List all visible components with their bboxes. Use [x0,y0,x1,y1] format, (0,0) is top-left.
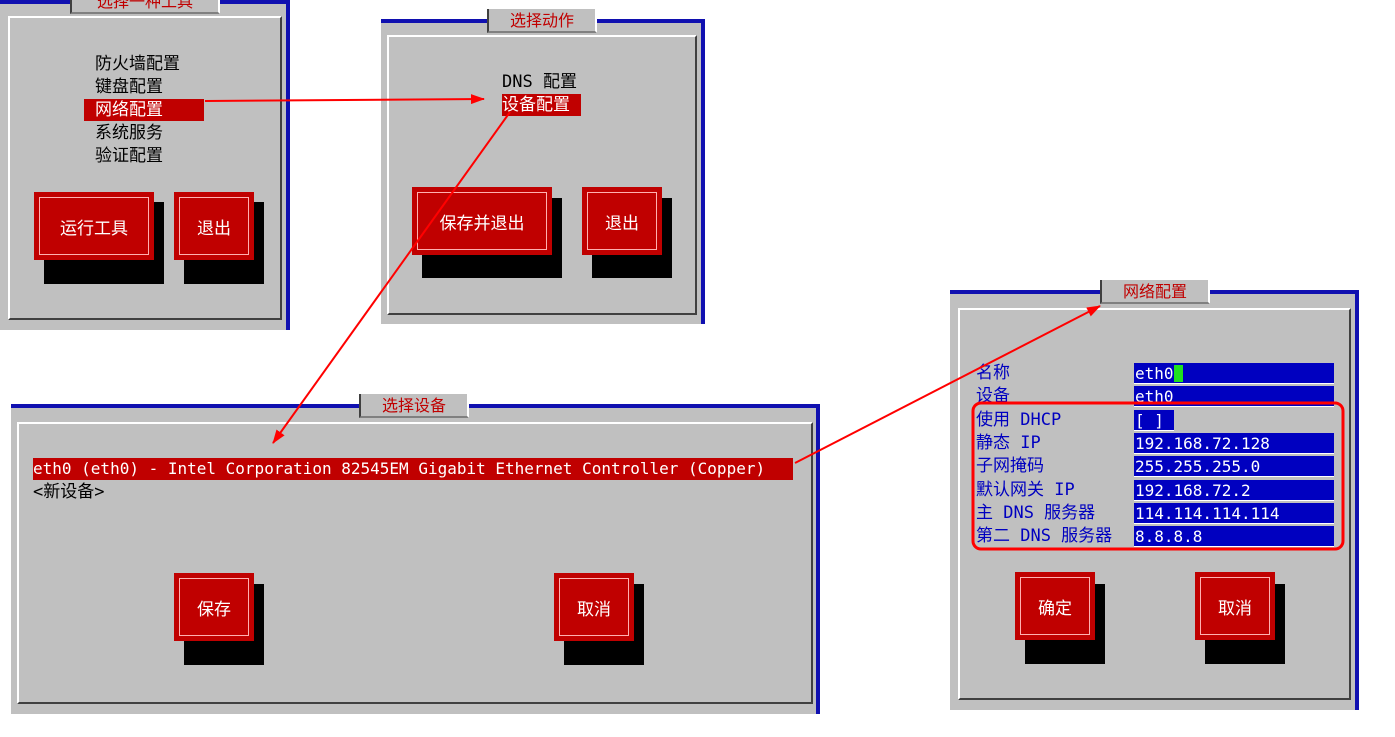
device-select-title: 选择设备 [359,394,469,418]
tool-select-frame [8,16,282,320]
checkbox-dhcp[interactable]: [ ] [1134,410,1174,431]
action-item-dns[interactable]: DNS 配置 [502,72,577,92]
action-item-device[interactable]: 设备配置 [502,94,581,116]
action-quit-button-label: 退出 [587,192,657,250]
device-select-frame [17,422,813,704]
tool-item-keyboard[interactable]: 键盘配置 [95,77,163,97]
arrow-action-to-device [272,111,511,444]
label-netmask: 子网掩码 [976,456,1044,476]
label-primary-dns: 主 DNS 服务器 [976,503,1096,523]
tool-quit-button[interactable]: 退出 [174,192,254,260]
field-secondary-dns[interactable]: 8.8.8.8 [1134,526,1334,547]
run-tool-button-label: 运行工具 [39,197,149,255]
device-item-eth0[interactable]: eth0 (eth0) - Intel Corporation 82545EM … [33,458,793,480]
save-and-quit-button-label: 保存并退出 [417,192,547,250]
network-cancel-button-label: 取消 [1200,577,1270,635]
device-item-new[interactable]: <新设备> [33,482,105,502]
tool-item-firewall[interactable]: 防火墙配置 [95,54,180,74]
field-gateway[interactable]: 192.168.72.2 [1134,480,1334,501]
highlight-box-network-fields [971,401,1345,551]
field-name-value: eth0 [1135,364,1174,383]
label-gateway: 默认网关 IP [976,480,1075,500]
device-cancel-button[interactable]: 取消 [554,573,634,641]
device-save-button-label: 保存 [179,578,249,636]
tool-select-panel: 选择一种工具 防火墙配置 键盘配置 网络配置 系统服务 验证配置 运行工具 退出 [0,0,290,330]
run-tool-button[interactable]: 运行工具 [34,192,154,260]
arrow-device-to-network [794,305,1101,464]
label-secondary-dns: 第二 DNS 服务器 [976,526,1113,546]
action-select-panel: 选择动作 DNS 配置 设备配置 保存并退出 退出 [381,9,705,324]
device-cancel-button-label: 取消 [559,578,629,636]
action-quit-button[interactable]: 退出 [582,187,662,255]
tool-item-services[interactable]: 系统服务 [95,123,163,143]
save-and-quit-button[interactable]: 保存并退出 [412,187,552,255]
device-select-panel: 选择设备 eth0 (eth0) - Intel Corporation 825… [11,394,820,714]
label-name: 名称 [976,363,1010,383]
tool-item-network[interactable]: 网络配置 [84,99,204,121]
network-cancel-button[interactable]: 取消 [1195,572,1275,640]
label-static-ip: 静态 IP [976,433,1041,453]
device-save-button[interactable]: 保存 [174,573,254,641]
label-device: 设备 [976,386,1010,406]
action-select-title: 选择动作 [487,9,597,33]
action-select-frame [387,35,697,315]
network-config-panel: 网络配置 名称 eth0 设备 eth0 使用 DHCP [ ] 静态 IP 1… [950,280,1359,710]
tool-select-title: 选择一种工具 [70,0,220,14]
field-name[interactable]: eth0 [1134,363,1334,384]
field-static-ip[interactable]: 192.168.72.128 [1134,433,1334,454]
text-cursor [1173,365,1183,382]
field-netmask[interactable]: 255.255.255.0 [1134,456,1334,477]
arrow-tool-to-action [204,94,485,105]
network-config-frame [958,308,1351,700]
tool-quit-button-label: 退出 [179,197,249,255]
ok-button[interactable]: 确定 [1015,572,1095,640]
network-config-title: 网络配置 [1100,280,1210,304]
label-dhcp: 使用 DHCP [976,410,1062,430]
tool-item-auth[interactable]: 验证配置 [95,146,163,166]
ok-button-label: 确定 [1020,577,1090,635]
field-primary-dns[interactable]: 114.114.114.114 [1134,503,1334,524]
